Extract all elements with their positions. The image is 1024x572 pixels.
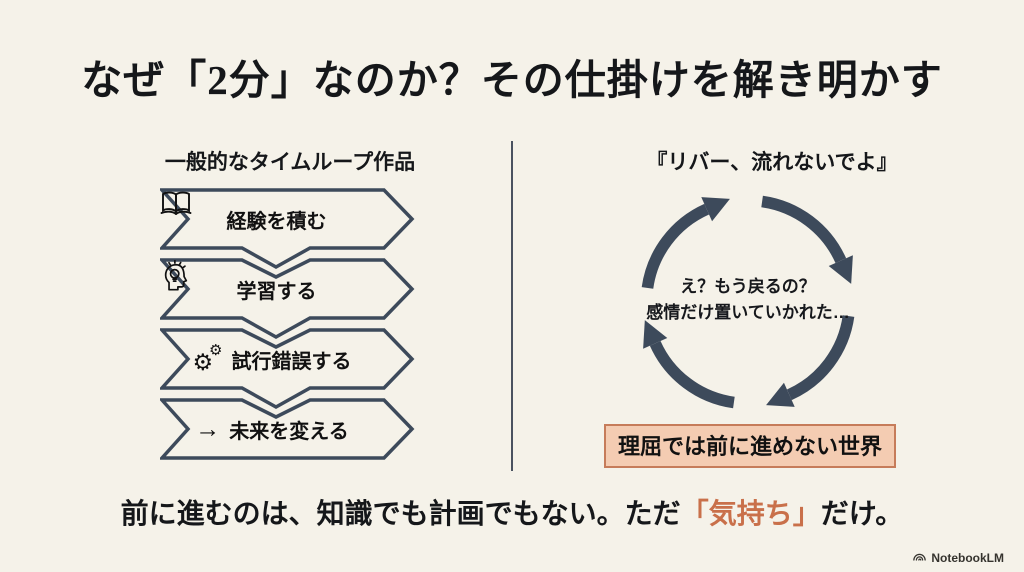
slide-title: なぜ「2分」なのか？その仕掛けを解き明かす: [81, 57, 943, 103]
callout-row: 理屈では前に進めない世界: [560, 424, 940, 468]
left-panel-heading: 一般的なタイムループ作品: [164, 151, 416, 174]
gears-icon: ⚙ ⚙: [193, 343, 223, 375]
step-gain-experience: 経験を積む: [160, 190, 384, 248]
footer-message-post: だけ。: [820, 498, 904, 529]
step-learn: 学習する: [160, 260, 384, 318]
gear-large-icon: ⚙: [192, 350, 214, 376]
column-divider: [511, 141, 513, 471]
time-loop-diagram: え？もう戻るの？ 感情だけ置いていかれた…: [616, 170, 880, 434]
notebooklm-brand: NotebookLM: [912, 550, 1004, 565]
loop-caption-line1: え？もう戻るの？: [680, 277, 816, 296]
loop-caption: え？もう戻るの？ 感情だけ置いていかれた…: [616, 274, 880, 327]
loop-caption-line2: 感情だけ置いていかれた…: [646, 303, 850, 323]
footer-message-pre: 前に進むのは、知識でも計画でもない。ただ: [120, 498, 681, 529]
gear-small-icon: ⚙: [209, 341, 223, 359]
banner-shape-3: [160, 328, 415, 410]
right-panel-heading: 『リバー、流れないでよ』: [646, 151, 898, 174]
banner-shapes: [160, 188, 415, 460]
step-label: 学習する: [236, 280, 317, 303]
footer-message: 前に進むのは、知識でも計画でもない。ただ「気持ち」だけ。: [0, 492, 1024, 532]
timeloop-steps-diagram: 経験を積む 学習する ⚙ ⚙: [160, 188, 416, 462]
banner-shape-4: [160, 398, 415, 460]
arrow-right-icon: →: [195, 414, 221, 443]
footer-message-highlight: 「気持ち」: [680, 498, 821, 529]
step-trial-and-error: ⚙ ⚙ 試行錯誤する: [160, 330, 384, 388]
step-label: 試行錯誤する: [231, 350, 352, 373]
banner-shape-1: [160, 188, 415, 270]
step-change-future: → 未来を変える: [160, 400, 384, 458]
step-label: 経験を積む: [226, 210, 327, 233]
banner-shape-2: [160, 258, 415, 340]
notebooklm-logo-icon: [913, 553, 927, 561]
callout-box: 理屈では前に進めない世界: [603, 424, 896, 468]
step-label: 未来を変える: [229, 420, 349, 443]
brand-label: NotebookLM: [931, 550, 1004, 565]
